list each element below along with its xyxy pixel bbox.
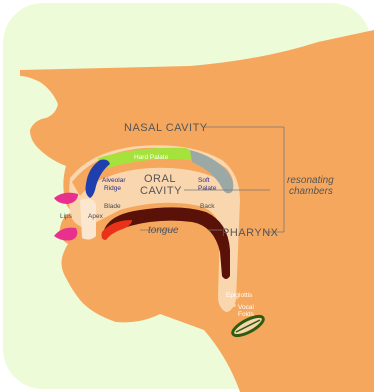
- blade-label: Blade: [104, 203, 121, 210]
- alveolar-ridge-label-1: Alveolar: [102, 177, 126, 184]
- tongue-label: tongue: [148, 225, 179, 236]
- epiglottis-label: Epiglottis: [226, 292, 253, 299]
- back-label: Back: [200, 203, 215, 210]
- oral-cavity-label-2: CAVITY: [140, 185, 182, 197]
- soft-palate-label-2: Palate: [198, 185, 217, 192]
- soft-palate-label-1: Soft: [198, 177, 210, 184]
- lips-label: Lips: [60, 213, 73, 220]
- lower-lip: [54, 228, 77, 241]
- nasal-cavity-label: NASAL CAVITY: [124, 122, 208, 134]
- alveolar-ridge-label-2: Ridge: [104, 185, 121, 192]
- resonating-label-1: resonating: [287, 175, 334, 186]
- oral-cavity-label-1: ORAL: [144, 173, 176, 185]
- vocal-folds-label-1: Vocal: [238, 304, 254, 311]
- pharynx-label: PHARYNX: [222, 227, 279, 239]
- apex-label: Apex: [88, 213, 104, 220]
- vocal-folds-label-2: Folds: [238, 311, 255, 318]
- resonating-label-2: chambers: [289, 186, 333, 197]
- hard-palate-label: Hard Palate: [134, 154, 169, 161]
